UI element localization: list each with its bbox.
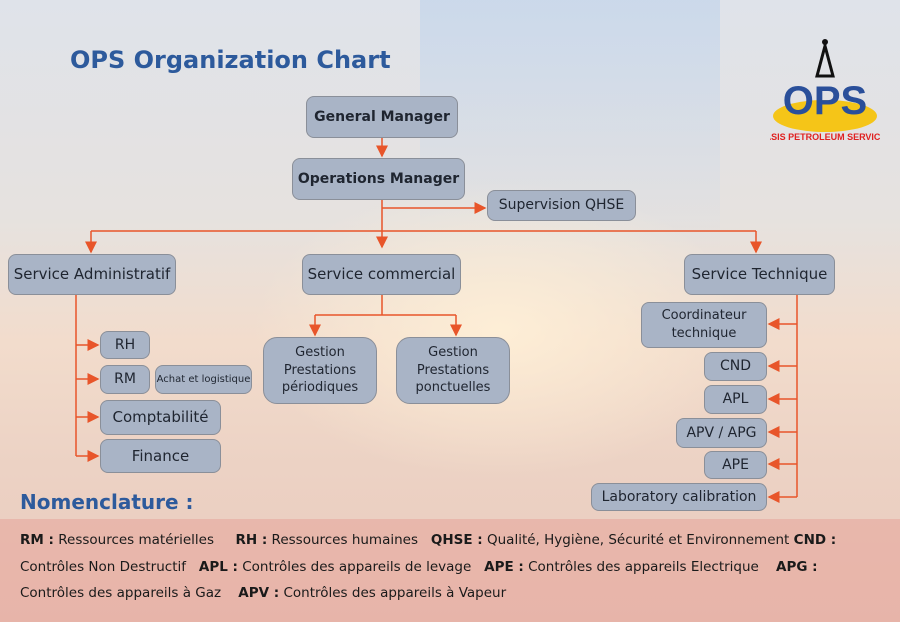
nomenclature-item: APL : Contrôles des appareils de levage [198,558,472,575]
nomenclature-item: APV : Contrôles des appareils à Vapeur [238,585,507,601]
node-achat-logistique: Achat et logistique [155,365,252,394]
nomenclature-item: APG : Contrôles des appareils à Gaz [20,558,818,602]
node-finance: Finance [100,439,221,473]
node-cnd: CND [704,352,767,381]
node-comptabilite: Comptabilité [100,400,221,435]
svg-text:OASIS PETROLEUM SERVICES: OASIS PETROLEUM SERVICES [770,132,880,142]
node-coordinateur-technique: Coordinateur technique [641,302,767,348]
nomenclature-item: QHSE : Qualité, Hygiène, Sécurité et Env… [430,532,790,548]
page-title: OPS Organization Chart [70,46,391,74]
node-service-technique: Service Technique [684,254,835,295]
node-operations-manager: Operations Manager [292,158,465,200]
node-service-administratif: Service Administratif [8,254,176,295]
node-service-commercial: Service commercial [302,254,461,295]
node-apv-apg: APV / APG [676,418,767,448]
node-gestion-periodiques: Gestion Prestations périodiques [263,337,377,404]
node-gestion-ponctuelles: Gestion Prestations ponctuelles [396,337,510,404]
ops-logo: OPS OASIS PETROLEUM SERVICES [770,39,880,142]
node-apl: APL [704,385,767,414]
nomenclature-item: CND : Contrôles Non Destructif [20,532,837,575]
nomenclature-title: Nomenclature : [20,490,194,514]
nomenclature-item: RH : Ressources humaines [235,532,418,548]
svg-text:OPS: OPS [783,79,867,123]
node-rh: RH [100,331,150,359]
node-ape: APE [704,451,767,479]
node-rm: RM [100,365,150,394]
node-supervision-qhse: Supervision QHSE [487,190,636,221]
nomenclature-item: APE : Contrôles des appareils Electrique [484,558,759,575]
nomenclature-item: RM : Ressources matérielles [20,532,214,548]
nomenclature-band: RM : Ressources matérielles RH : Ressour… [0,519,900,622]
node-laboratory-calibration: Laboratory calibration [591,483,767,511]
node-general-manager: General Manager [306,96,458,138]
